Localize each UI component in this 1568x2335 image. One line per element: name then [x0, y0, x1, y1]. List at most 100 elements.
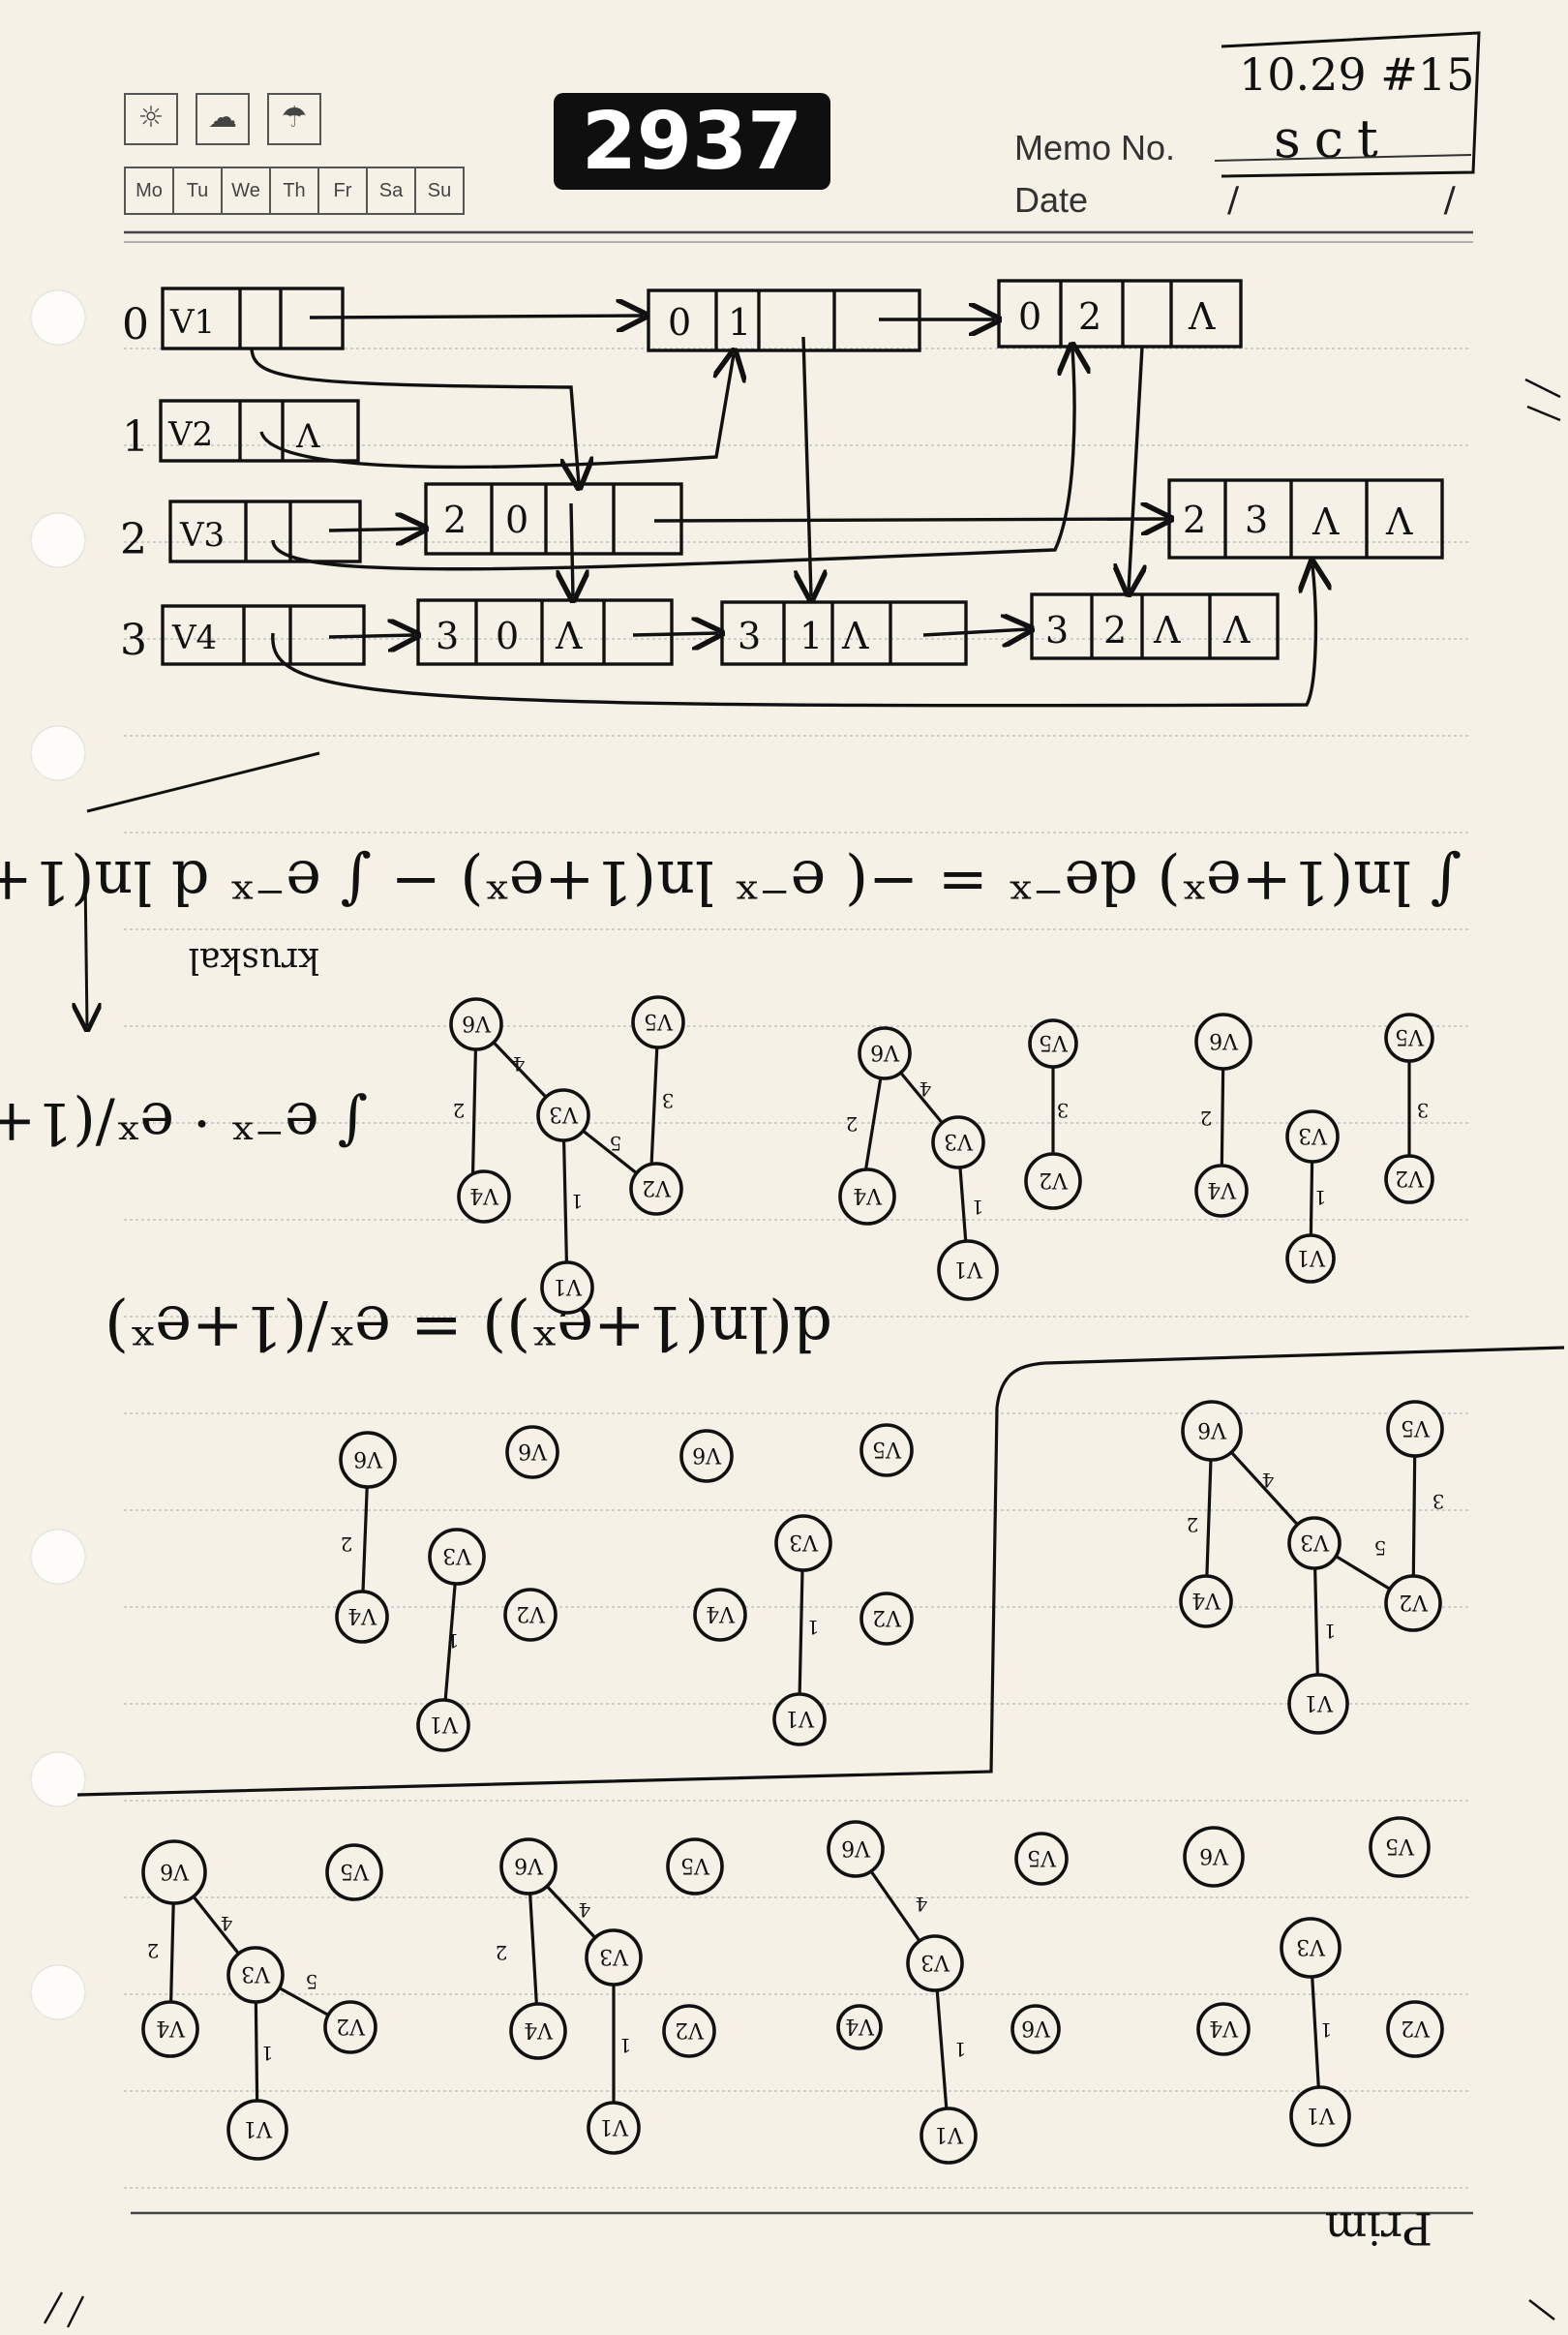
edge-3-2-null1: Λ: [1153, 609, 1181, 652]
svg-text:3: 3: [1432, 1490, 1445, 1513]
svg-text:V1: V1: [1306, 2103, 1336, 2127]
edge-0-2-null: Λ: [1188, 295, 1216, 338]
day-tu: Tu: [174, 168, 223, 213]
svg-text:V1: V1: [934, 2122, 964, 2146]
orthogonal-list-diagram: [159, 279, 1444, 708]
svg-text:V3: V3: [920, 1950, 950, 1974]
svg-text:V3: V3: [1300, 1530, 1330, 1554]
svg-text:V6: V6: [462, 1011, 492, 1035]
kruskal-label: kruskal: [189, 940, 319, 980]
edge-2-0-i: 2: [443, 499, 467, 541]
edge-2-3-i: 2: [1183, 499, 1206, 541]
edge-0-1-j: 1: [728, 301, 751, 344]
memo-label: Memo No.: [1014, 128, 1176, 167]
day-fr: Fr: [319, 168, 368, 213]
svg-text:V3: V3: [1298, 1123, 1328, 1147]
svg-text:V4: V4: [1191, 1588, 1221, 1612]
svg-text:V5: V5: [1039, 1030, 1069, 1054]
ruled-lines: [124, 348, 1471, 2189]
edge-0-1-i: 0: [668, 301, 691, 344]
svg-text:V4: V4: [156, 2016, 186, 2040]
binder-holes: [30, 289, 86, 2020]
svg-text:1: 1: [1314, 1186, 1327, 1209]
memo-number: 10.29 #15: [1239, 48, 1475, 101]
svg-text:1: 1: [447, 1629, 460, 1653]
vertex-v2-null: Λ: [295, 417, 320, 456]
svg-text:1: 1: [261, 2042, 274, 2065]
svg-text:3: 3: [1417, 1099, 1430, 1122]
svg-text:4: 4: [513, 1052, 526, 1076]
svg-text:V4: V4: [347, 1603, 377, 1627]
row-index-2: 2: [120, 515, 147, 564]
svg-text:V5: V5: [644, 1009, 674, 1033]
edge-2-3-j: 3: [1245, 499, 1268, 541]
svg-text:4: 4: [916, 1893, 928, 1916]
svg-text:V2: V2: [516, 1601, 546, 1625]
vertex-v2: V2: [167, 415, 213, 454]
svg-text:V1: V1: [953, 1257, 983, 1281]
svg-text:1: 1: [807, 1616, 820, 1639]
day-sa: Sa: [368, 168, 416, 213]
svg-text:2: 2: [496, 1941, 508, 1964]
row-index-1: 1: [122, 412, 149, 462]
svg-text:V5: V5: [680, 1853, 710, 1877]
edge-3-1-j: 1: [799, 615, 823, 657]
graph-vertices: [141, 995, 1444, 2165]
svg-text:1: 1: [954, 2038, 967, 2061]
vertex-labels: V6 V3 V4 V2 V5 V1 V6 V3 V4 V1 V5 V2 V6 V…: [156, 1009, 1431, 2146]
edge-3-0-i: 3: [436, 615, 459, 657]
svg-text:V1: V1: [1304, 1690, 1334, 1714]
svg-text:V3: V3: [241, 1961, 271, 1986]
svg-text:V2: V2: [642, 1175, 672, 1199]
svg-text:V3: V3: [442, 1543, 472, 1567]
vertex-v1: V1: [169, 303, 215, 342]
edge-3-0-j: 0: [496, 615, 519, 657]
svg-text:1: 1: [1324, 1620, 1337, 1643]
down-arrow: [85, 875, 87, 1026]
integral-line-3: d(ln(1+eˣ)) = eˣ/(1+eˣ): [105, 1291, 832, 1363]
svg-text:V6: V6: [1021, 2016, 1051, 2040]
row-index-0: 0: [122, 300, 149, 349]
svg-text:2: 2: [1187, 1513, 1199, 1536]
vertex-v3: V3: [179, 516, 225, 555]
svg-text:1: 1: [1320, 2018, 1333, 2042]
section-divider: [76, 1346, 1565, 1797]
svg-text:V6: V6: [1197, 1417, 1227, 1441]
edge-3-2-null2: Λ: [1222, 609, 1251, 652]
svg-text:V5: V5: [1385, 1834, 1415, 1858]
svg-text:2: 2: [1200, 1107, 1213, 1130]
edge-0-2-i: 0: [1018, 295, 1041, 338]
day-we: We: [223, 168, 271, 213]
svg-text:V6: V6: [870, 1040, 900, 1064]
svg-text:1: 1: [571, 1190, 584, 1213]
svg-text:1: 1: [619, 2034, 632, 2057]
svg-text:V2: V2: [336, 2014, 366, 2038]
svg-text:V3: V3: [944, 1129, 974, 1153]
svg-text:4: 4: [221, 1912, 233, 1935]
svg-text:V1: V1: [599, 2114, 629, 2138]
svg-text:V4: V4: [1207, 1177, 1237, 1201]
svg-text:V2: V2: [1399, 1590, 1429, 1614]
svg-text:V4: V4: [706, 1601, 736, 1625]
svg-text:V3: V3: [1296, 1934, 1326, 1958]
svg-text:V4: V4: [469, 1183, 499, 1207]
sun-icon: ☼: [124, 93, 178, 145]
svg-text:V2: V2: [1395, 1166, 1425, 1190]
date-label: Date: [1014, 180, 1089, 220]
edge-3-2-j: 2: [1103, 609, 1127, 652]
edge-2-3-null1: Λ: [1312, 500, 1340, 543]
day-su: Su: [427, 179, 452, 201]
day-th: Th: [271, 168, 319, 213]
svg-text:4: 4: [1262, 1469, 1275, 1492]
edge-3-0-null: Λ: [555, 615, 583, 657]
svg-text:V6: V6: [841, 1835, 871, 1860]
page-badge: 2937: [554, 93, 830, 190]
svg-text:V3: V3: [789, 1530, 819, 1554]
svg-text:V4: V4: [1209, 2016, 1239, 2040]
svg-text:5: 5: [610, 1132, 622, 1155]
svg-text:4: 4: [579, 1898, 591, 1922]
svg-text:V1: V1: [553, 1274, 583, 1298]
svg-text:V3: V3: [549, 1102, 579, 1126]
svg-text:3: 3: [662, 1089, 675, 1112]
